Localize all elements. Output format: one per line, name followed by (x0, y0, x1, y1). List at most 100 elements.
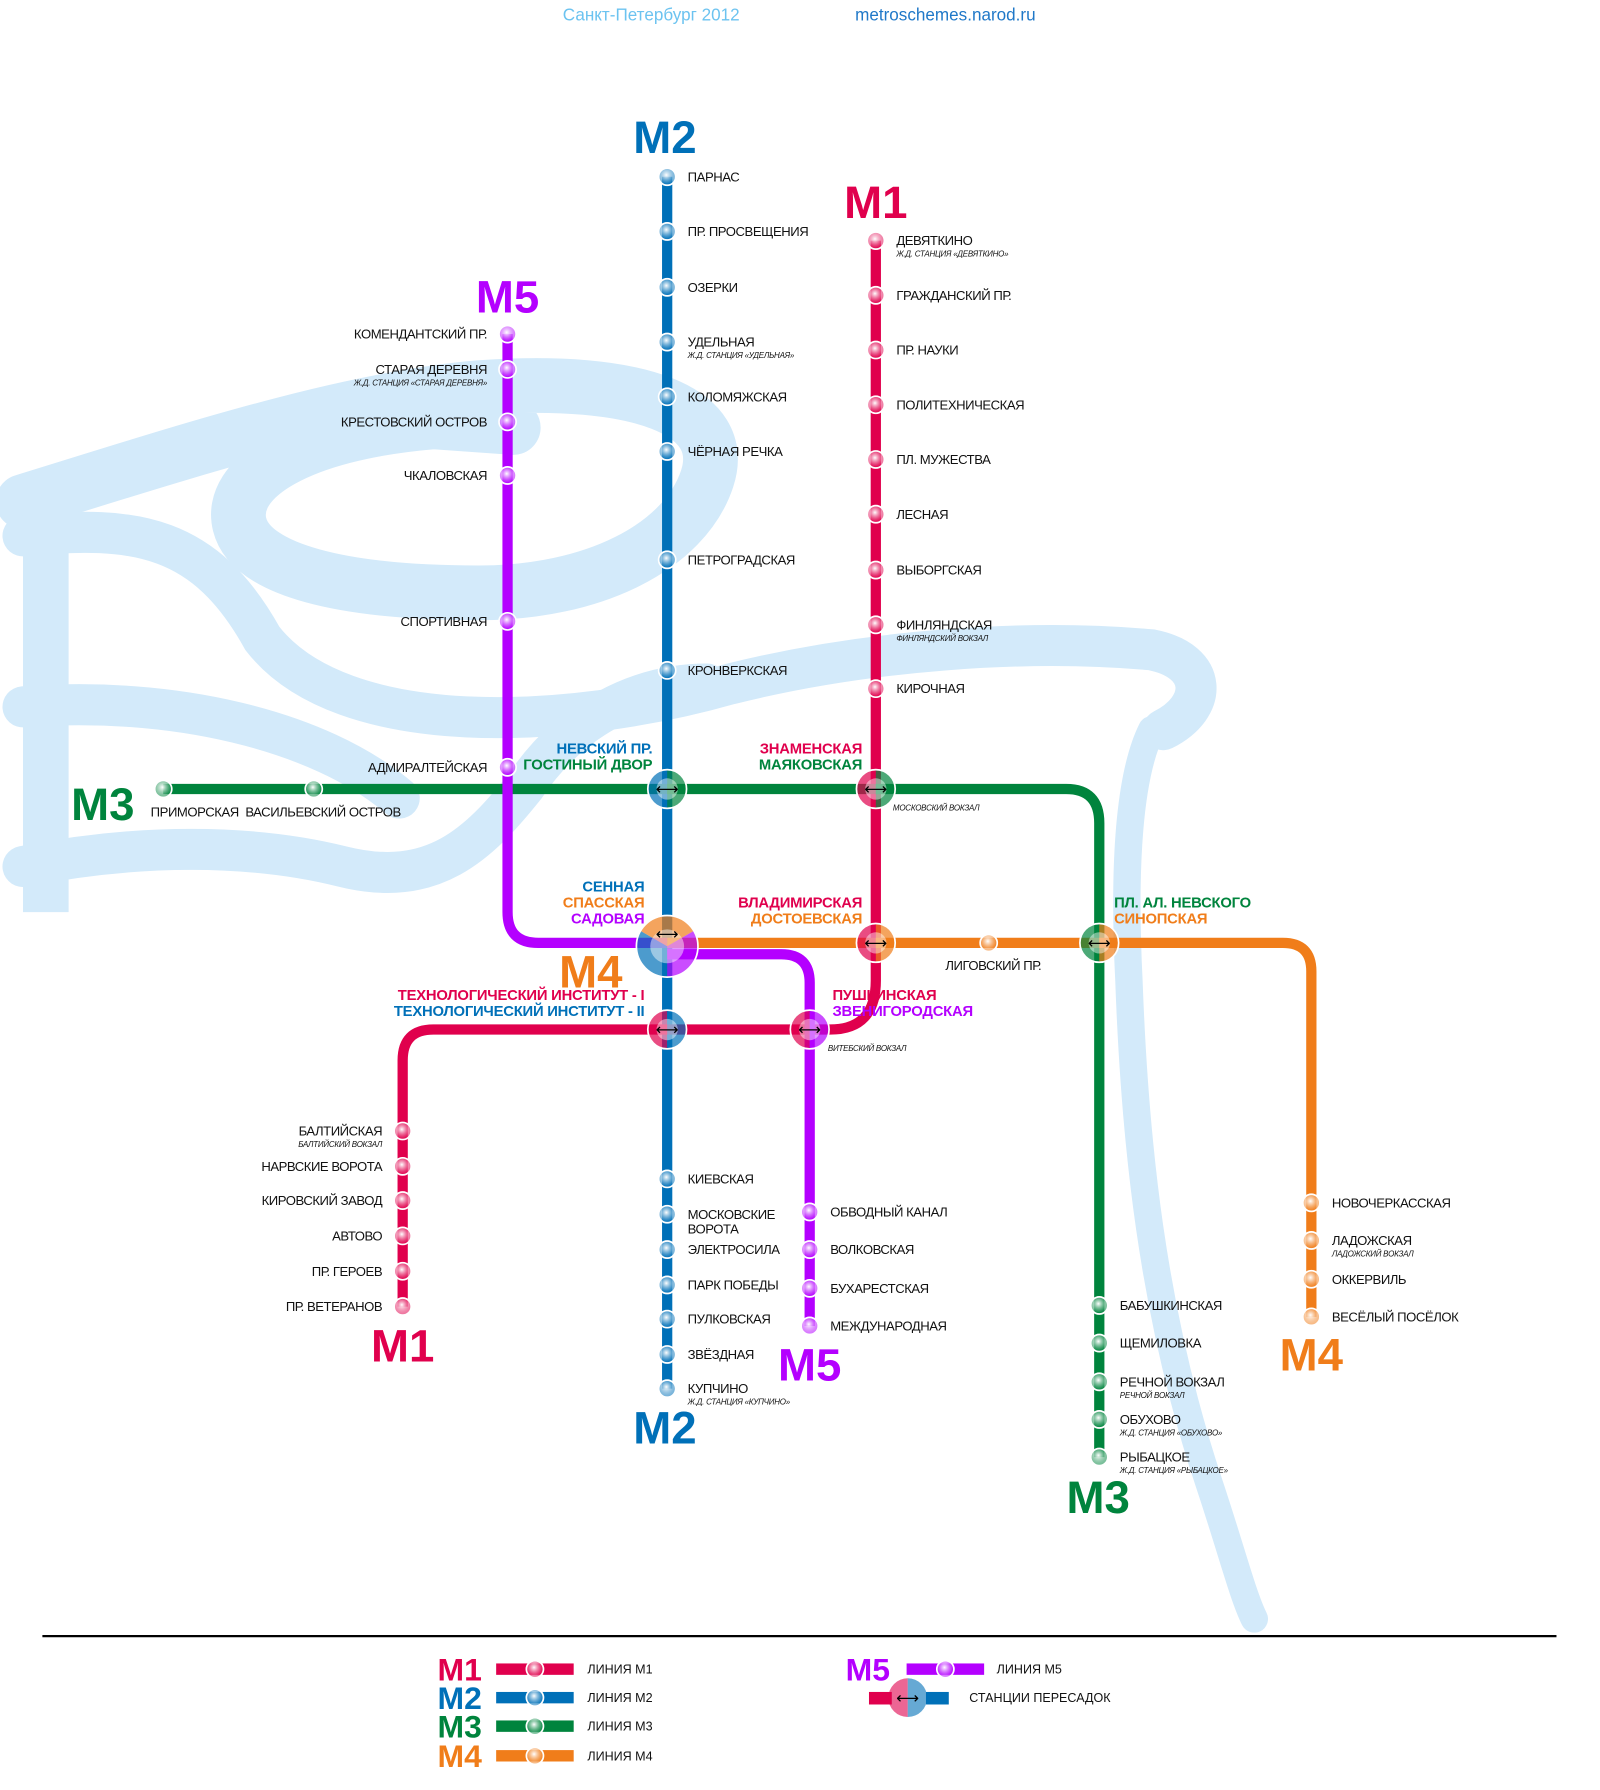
station[interactable]: КИЕВСКАЯ (657, 1169, 754, 1189)
station[interactable]: АДМИРАЛТЕЙСКАЯ (368, 757, 517, 777)
station-marker-icon[interactable] (498, 359, 517, 379)
station-marker-icon[interactable] (657, 222, 677, 241)
station-marker-icon[interactable] (498, 466, 517, 485)
station[interactable]: ЧКАЛОВСКАЯ (404, 466, 517, 485)
station-marker-icon[interactable] (1301, 1307, 1321, 1327)
station-marker-icon[interactable] (1089, 1333, 1109, 1353)
station-marker-icon[interactable] (866, 395, 886, 415)
station[interactable]: МЕЖДУНАРОДНАЯ (800, 1316, 947, 1336)
station-marker-icon[interactable] (498, 611, 517, 631)
station-marker-icon[interactable] (393, 1121, 413, 1141)
station-marker-icon[interactable] (1301, 1193, 1321, 1213)
station-marker-icon[interactable] (866, 285, 886, 305)
station[interactable]: НАРВСКИЕ ВОРОТА (261, 1156, 413, 1176)
station[interactable]: ВОЛКОВСКАЯ (800, 1240, 914, 1259)
station-marker-icon[interactable] (153, 779, 173, 799)
station[interactable]: ПОЛИТЕХНИЧЕСКАЯ (866, 395, 1025, 415)
station[interactable]: АВТОВО (332, 1226, 413, 1246)
station[interactable]: ПР. ГЕРОЕВ (312, 1261, 413, 1281)
station-marker-icon[interactable] (1089, 1447, 1109, 1467)
station[interactable]: ПРИМОРСКАЯ (151, 779, 239, 819)
station-marker-icon[interactable] (657, 1345, 677, 1364)
station[interactable]: ПР. ПРОСВЕЩЕНИЯ (657, 222, 809, 241)
station[interactable]: ПЛ. МУЖЕСТВА (866, 450, 992, 469)
station-marker-icon[interactable] (1089, 1296, 1109, 1315)
station-marker-icon[interactable] (866, 504, 886, 524)
station[interactable]: ЛЕСНАЯ (866, 504, 949, 524)
station[interactable]: ПАРНАС (657, 167, 740, 187)
station-marker-icon[interactable] (800, 1202, 820, 1222)
station-marker-icon[interactable] (1089, 1372, 1109, 1392)
station-marker-icon[interactable] (1301, 1269, 1321, 1289)
station-marker-icon[interactable] (393, 1156, 413, 1176)
station[interactable]: НОВОЧЕРКАССКАЯ (1301, 1193, 1451, 1213)
station[interactable]: ЗВЁЗДНАЯ (657, 1345, 754, 1364)
station[interactable]: ВЕСЁЛЫЙ ПОСЁЛОК (1301, 1307, 1460, 1327)
station[interactable]: ПУЛКОВСКАЯ (657, 1309, 771, 1329)
station-marker-icon[interactable] (866, 340, 886, 360)
station-marker-icon[interactable] (657, 660, 677, 680)
station[interactable]: ВАСИЛЬЕВСКИЙ ОСТРОВ (245, 779, 402, 819)
station-marker-icon[interactable] (800, 1240, 820, 1259)
station[interactable]: ПР. ВЕТЕРАНОВ (286, 1297, 413, 1316)
transfer-tech[interactable]: ⟷ТЕХНОЛОГИЧЕСКИЙ ИНСТИТУТ - IТЕХНОЛОГИЧЕ… (394, 986, 688, 1050)
station-marker-icon[interactable] (979, 933, 999, 953)
station[interactable]: ЭЛЕКТРОСИЛА (657, 1240, 781, 1259)
site-link[interactable]: metroschemes.narod.ru (855, 6, 1036, 25)
station[interactable]: ОЗЕРКИ (657, 277, 738, 297)
station-marker-icon[interactable] (393, 1261, 413, 1281)
station-marker-icon[interactable] (498, 757, 517, 777)
station-marker-icon[interactable] (657, 332, 677, 352)
station-marker-icon[interactable] (393, 1226, 413, 1246)
station[interactable]: КРЕСТОВСКИЙ ОСТРОВ (341, 412, 517, 432)
station-marker-icon[interactable] (657, 1275, 677, 1295)
station-marker-icon[interactable] (800, 1316, 820, 1336)
station-marker-icon[interactable] (866, 615, 886, 635)
transfer-nevsky[interactable]: ⟷НЕВСКИЙ ПР.ГОСТИНЫЙ ДВОР (523, 740, 688, 810)
station-marker-icon[interactable] (800, 1278, 820, 1298)
station-marker-icon[interactable] (498, 412, 517, 432)
station-marker-icon[interactable] (657, 277, 677, 297)
station[interactable]: ВЫБОРГСКАЯ (866, 560, 982, 580)
station-marker-icon[interactable] (393, 1297, 413, 1316)
station[interactable]: ОККЕРВИЛЬ (1301, 1269, 1407, 1289)
station-marker-icon[interactable] (866, 679, 886, 699)
station-marker-icon[interactable] (657, 442, 677, 461)
station[interactable]: ПАРК ПОБЕДЫ (657, 1275, 779, 1295)
station-marker-icon[interactable] (1089, 1410, 1109, 1429)
station[interactable]: ГРАЖДАНСКИЙ ПР. (866, 285, 1012, 305)
station-marker-icon[interactable] (657, 1240, 677, 1259)
station-marker-icon[interactable] (866, 231, 886, 250)
station[interactable]: КОМЕНДАНТСКИЙ ПР. (354, 324, 517, 344)
station[interactable]: СПОРТИВНАЯ (400, 611, 517, 631)
station-marker-icon[interactable] (657, 1169, 677, 1189)
station[interactable]: КИРОВСКИЙ ЗАВОД (262, 1191, 413, 1210)
station[interactable]: ЩЕМИЛОВКА (1089, 1333, 1202, 1353)
station[interactable]: ПР. НАУКИ (866, 340, 959, 360)
station-marker-icon[interactable] (657, 167, 677, 187)
station[interactable]: ОБВОДНЫЙ КАНАЛ (800, 1202, 948, 1222)
station-marker-icon[interactable] (657, 387, 677, 407)
station[interactable]: БАБУШКИНСКАЯ (1089, 1296, 1222, 1315)
station[interactable]: ПЕТРОГРАДСКАЯ (657, 550, 795, 570)
station-marker-icon[interactable] (866, 450, 886, 469)
station-marker-icon[interactable] (1301, 1231, 1321, 1250)
station-marker-icon[interactable] (657, 1204, 677, 1224)
station-marker-icon[interactable] (657, 1379, 677, 1399)
station-marker-icon[interactable] (304, 779, 324, 799)
station-marker-icon[interactable] (657, 1309, 677, 1329)
